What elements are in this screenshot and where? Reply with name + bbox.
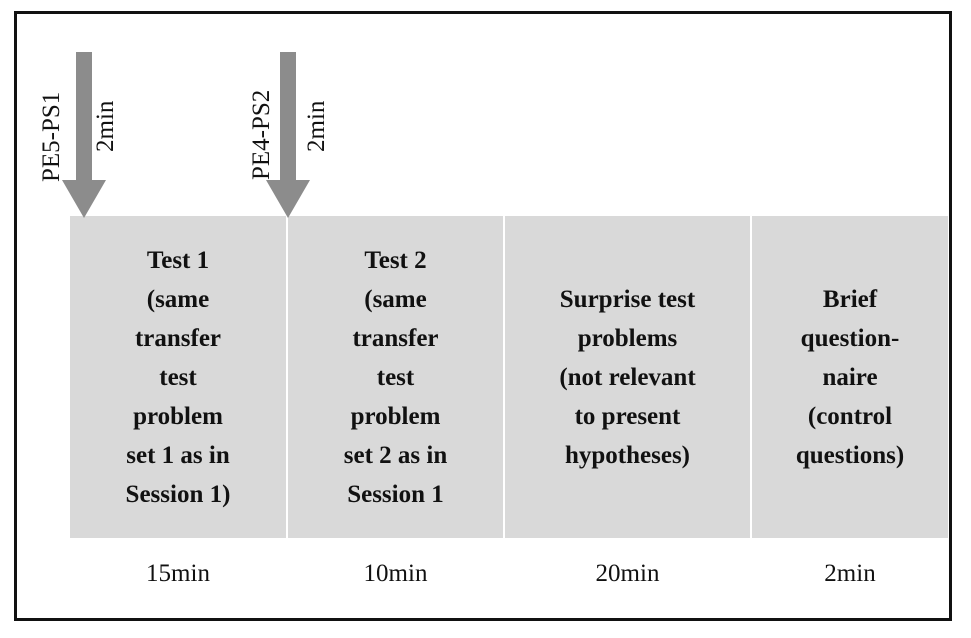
phase-block-test-1: Test 1 (same transfer test problem set 1… <box>70 216 286 538</box>
marker-label: PE4-PS2 <box>248 89 275 180</box>
duration-label: 10min <box>363 560 428 587</box>
phase-label: Test 2 (same transfer test problem set 2… <box>343 246 448 508</box>
marker-label: PE5-PS1 <box>38 91 65 182</box>
duration-label: 2min <box>824 560 876 587</box>
phase-label: Test 1 (same transfer test problem set 1… <box>125 246 231 508</box>
phase-label: Brief question- naire (control questions… <box>795 285 905 469</box>
marker-time: 2min <box>92 100 119 152</box>
phase-block-questionnaire: Brief question- naire (control questions… <box>752 216 948 538</box>
down-arrow-icon <box>266 52 310 218</box>
duration-label: 20min <box>595 560 660 587</box>
phase-block-test-2: Test 2 (same transfer test problem set 2… <box>288 216 503 538</box>
marker-time: 2min <box>303 100 330 152</box>
phase-block-surprise-test: Surprise test problems (not relevant to … <box>505 216 750 538</box>
down-arrow-icon <box>62 52 106 218</box>
duration-label: 15min <box>146 560 210 587</box>
phase-label: Surprise test problems (not relevant to … <box>559 285 696 469</box>
